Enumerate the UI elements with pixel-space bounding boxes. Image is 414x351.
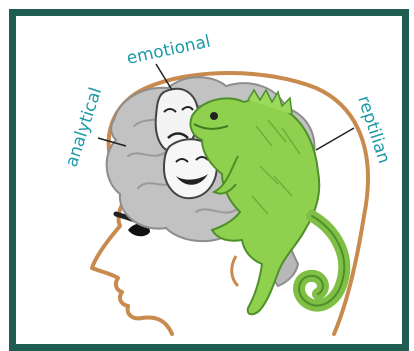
leader-reptilian (316, 128, 354, 150)
leader-emotional (156, 64, 172, 90)
ear-outline (232, 256, 238, 286)
triune-brain-diagram: analytical emotional reptilian (16, 16, 402, 344)
label-analytical: analytical (62, 85, 106, 169)
diagram-frame: analytical emotional reptilian (9, 9, 409, 351)
label-emotional: emotional (125, 32, 212, 69)
